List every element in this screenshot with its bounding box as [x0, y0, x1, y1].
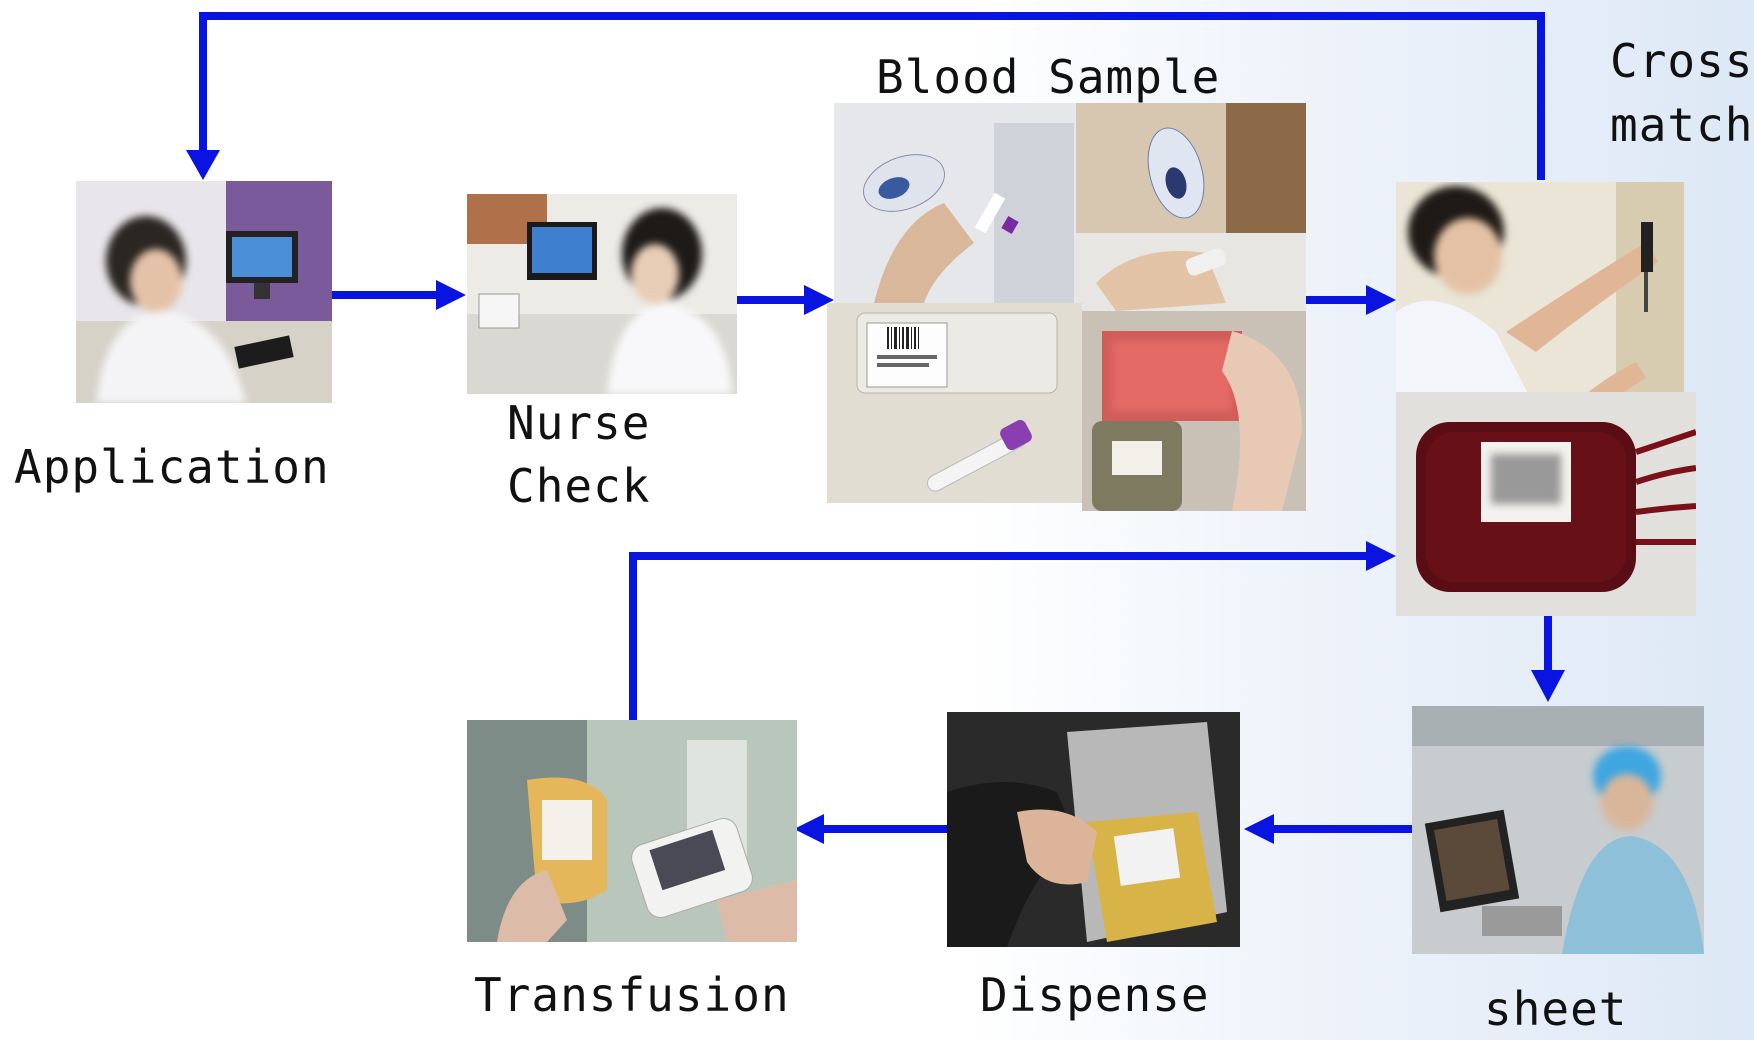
arrowhead-transfusion — [794, 814, 824, 844]
arrowhead-bloodbag — [1366, 541, 1396, 571]
blood-sample-photo-labeled-tube — [827, 303, 1082, 503]
arrowhead-dispense — [1244, 814, 1274, 844]
blood-sample-photo-scan-tube — [834, 103, 1076, 303]
label-sheet: sheet — [1484, 982, 1628, 1036]
cross-match-photo-pipette — [1396, 182, 1684, 428]
application-photo — [76, 181, 332, 403]
label-nurse-check-2: Check — [507, 459, 651, 513]
label-cross-match-1: Cross — [1610, 34, 1754, 88]
transfusion-photo — [467, 720, 797, 942]
label-blood-sample: Blood Sample — [876, 50, 1221, 104]
label-cross-match-2: match — [1610, 98, 1754, 152]
arrowhead-blood-sample — [804, 285, 834, 315]
blood-sample-photo-scanner-id — [1082, 311, 1306, 511]
arrow-crossmatch-to-application — [199, 12, 1545, 180]
nurse-check-photo — [467, 194, 737, 394]
cross-match-photo-blood-bag — [1396, 392, 1696, 616]
blood-sample-photo-wristband — [1076, 103, 1306, 311]
arrowhead-crossmatch — [1366, 285, 1396, 315]
arrowhead-nurse — [436, 280, 466, 310]
label-application: Application — [14, 440, 330, 494]
arrow-transfusion-to-bloodbag — [629, 552, 1370, 720]
dispense-photo — [947, 712, 1240, 947]
sheet-photo — [1412, 706, 1704, 954]
label-nurse-check-1: Nurse — [507, 396, 651, 450]
label-transfusion: Transfusion — [474, 968, 790, 1022]
arrowhead-sheet — [1531, 670, 1565, 702]
arrowhead-application — [186, 150, 220, 180]
label-dispense: Dispense — [980, 968, 1210, 1022]
